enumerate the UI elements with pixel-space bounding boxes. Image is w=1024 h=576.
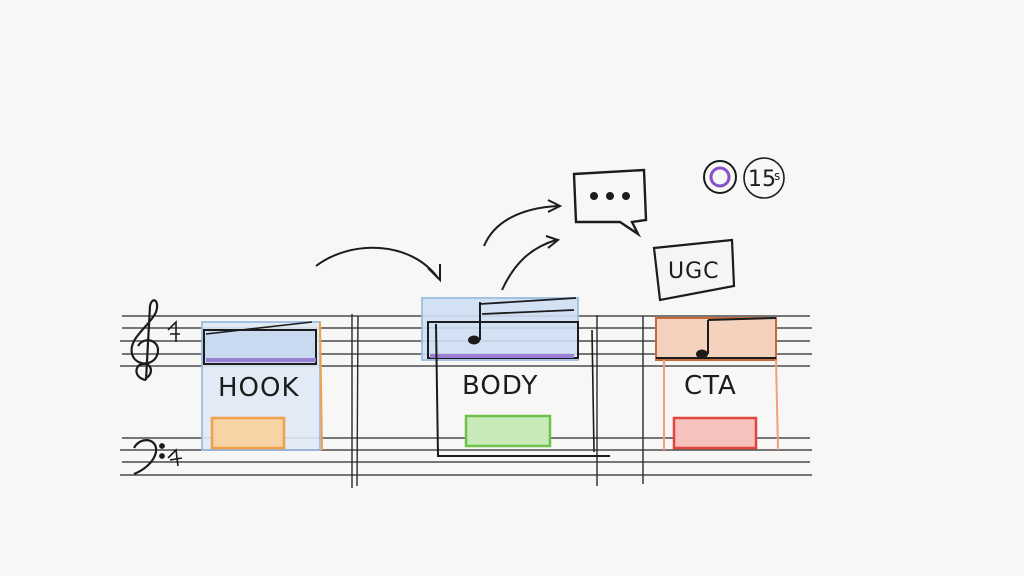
speech-bubble-icon bbox=[572, 168, 648, 238]
cta-label: CTA bbox=[684, 371, 737, 401]
timer-value: 15 bbox=[748, 167, 776, 192]
bass-clef-icon bbox=[133, 439, 183, 476]
body-label: BODY bbox=[462, 371, 538, 401]
hook-label: HOOK bbox=[218, 373, 300, 403]
timer-icon: 15 s bbox=[703, 157, 785, 199]
music-note-icon bbox=[468, 302, 481, 345]
music-note-icon bbox=[696, 320, 709, 359]
treble-clef-icon bbox=[130, 299, 180, 382]
body-color-block bbox=[464, 414, 552, 448]
ugc-label: UGC bbox=[668, 259, 720, 284]
arrow-icon bbox=[315, 199, 563, 291]
section-cta: CTA bbox=[655, 317, 779, 451]
section-body: BODY bbox=[421, 297, 610, 457]
timer-unit: s bbox=[774, 169, 780, 183]
ugc-box: UGC bbox=[652, 238, 736, 302]
section-hook: HOOK bbox=[201, 321, 323, 451]
hook-color-block bbox=[210, 416, 286, 450]
bar-lines bbox=[351, 314, 644, 488]
cta-color-block bbox=[672, 416, 758, 450]
